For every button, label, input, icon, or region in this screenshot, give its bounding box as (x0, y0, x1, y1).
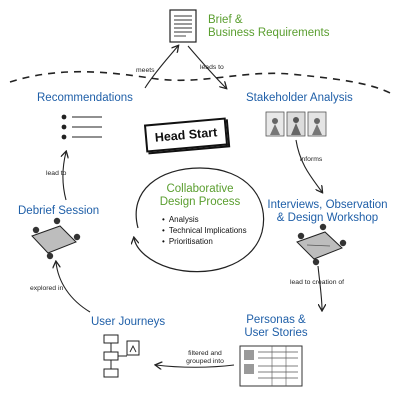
document-icon (169, 9, 197, 43)
meets-arrow (144, 46, 178, 89)
brief-title-line1: Brief & (208, 14, 243, 26)
personas-title: Personas & User Stories (226, 314, 326, 340)
explored-in-label: explored in (30, 285, 64, 292)
stakeholder-photos-icon (265, 111, 327, 137)
collaborative-design-line2: Design Process (159, 196, 241, 208)
list-item: Prioritisation (162, 236, 247, 247)
filtered-label-line2: grouped into (186, 358, 224, 365)
lead-to-creation-label: lead to creation of (290, 279, 345, 286)
meets-label: meets (136, 67, 155, 74)
filtered-label-line1: filtered and (188, 350, 222, 357)
recommendations-title: Recommendations (37, 92, 133, 104)
collaborative-design-title: Collaborative Design Process (145, 183, 255, 209)
interviews-title-line2: & Design Workshop (276, 212, 379, 224)
debrief-table-icon (31, 217, 81, 260)
debrief-session-title: Debrief Session (18, 205, 100, 217)
explored-in-arrow (56, 262, 91, 313)
list-item: Technical Implications (162, 225, 247, 236)
stakeholder-analysis-title: Stakeholder Analysis (246, 92, 353, 104)
brief-title-line2: Business Requirements (208, 27, 330, 39)
user-journeys-title: User Journeys (91, 316, 166, 328)
personas-title-line2: User Stories (244, 327, 308, 339)
interviews-title-line1: Interviews, Observation (267, 199, 388, 211)
informs-arrow (295, 139, 322, 192)
dashed-divider (9, 70, 393, 95)
cycle-arrow (134, 167, 265, 273)
collaborative-design-line1: Collaborative (166, 183, 234, 195)
lead-to-arrow (63, 152, 66, 201)
workshop-table-icon (296, 223, 347, 266)
list-item: Analysis (162, 214, 247, 225)
leads-to-arrow (187, 45, 226, 88)
leads-to-label: leads to (200, 64, 224, 71)
informs-label: informs (300, 156, 323, 163)
filtered-label: filtered and grouped into (180, 350, 230, 366)
brief-title: Brief & Business Requirements (208, 14, 329, 40)
journey-flow-icon (103, 334, 140, 378)
lead-to-creation-arrow (317, 265, 322, 310)
personas-title-line1: Personas & (246, 314, 306, 326)
interviews-title: Interviews, Observation & Design Worksho… (255, 199, 400, 225)
design-process-list: Analysis Technical Implications Prioriti… (162, 214, 247, 247)
filtered-arrow (156, 365, 235, 367)
bullet-list-icon (61, 114, 102, 140)
lead-to-label: lead to (46, 170, 67, 177)
persona-cards-icon (239, 345, 303, 387)
